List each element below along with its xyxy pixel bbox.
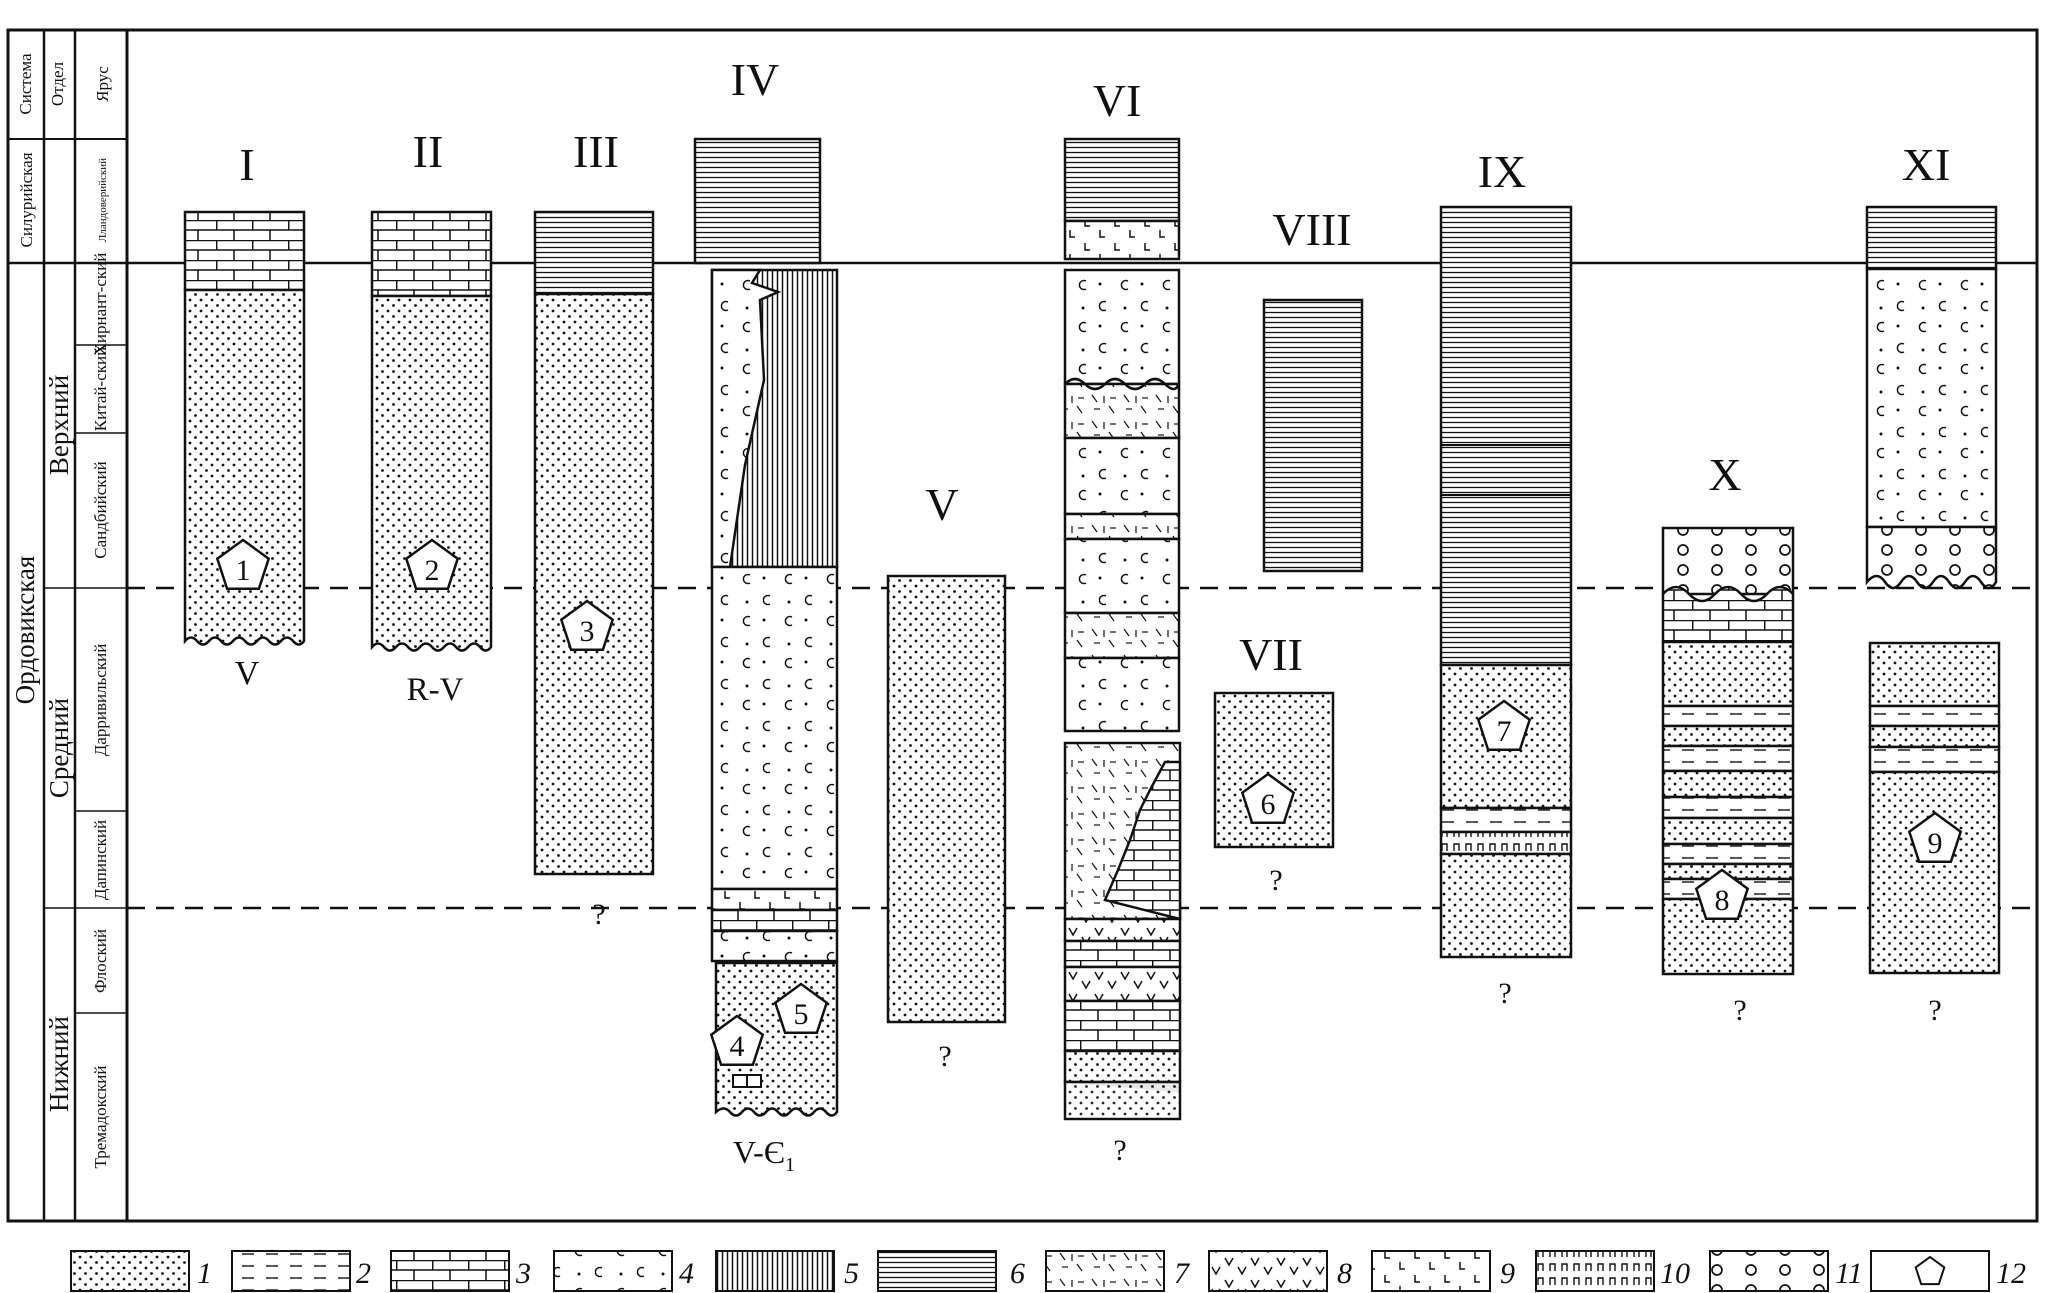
pentagon-marker-8: 8	[1694, 868, 1750, 921]
column-label-VII: VII	[1239, 629, 1303, 680]
pentagon-marker-3: 3	[559, 599, 615, 652]
column-VI	[1063, 137, 1182, 1121]
column-label-X: X	[1708, 449, 1741, 500]
marker-number-4: 4	[730, 1030, 745, 1063]
header-series: Отдел	[48, 61, 67, 106]
stage-katian: Китай-ский	[91, 347, 110, 431]
stage-llandovery: Лландоверийский	[97, 158, 109, 242]
column-base-II: R-V	[407, 672, 464, 708]
legend-num-12: 12	[1996, 1257, 2026, 1290]
column-label-IV: IV	[731, 54, 780, 105]
legend-num-4: 4	[679, 1257, 694, 1290]
column-base-I: V	[235, 655, 260, 692]
pentagon-marker-5: 5	[773, 982, 829, 1035]
column-base-IV: V-Є1	[733, 1134, 795, 1176]
pentagon-marker-9: 9	[1907, 811, 1963, 864]
legend-num-1: 1	[197, 1257, 212, 1290]
column-III	[533, 210, 655, 876]
column-label-IX: IX	[1478, 146, 1527, 197]
scale-labels: Система Отдел Ярус Силурийская Ордовикск…	[10, 53, 112, 1169]
stratigraphic-scale	[6, 28, 2039, 1223]
system-ordovician: Ордовикская	[10, 556, 40, 705]
legend	[70, 1250, 1990, 1292]
legend-num-9: 9	[1500, 1257, 1515, 1290]
legend-swatch-3	[390, 1250, 510, 1292]
column-label-II: II	[413, 126, 444, 177]
legend-swatch-2	[231, 1250, 351, 1292]
stage-tremadocian: Тремадокский	[91, 1066, 110, 1169]
series-lower: Нижний	[44, 1016, 74, 1112]
legend-num-6: 6	[1010, 1257, 1025, 1290]
legend-num-10: 10	[1660, 1257, 1690, 1290]
legend-num-5: 5	[844, 1257, 859, 1290]
legend-numbers: 1 2 3 4 5 6 7 8 9 10 11 12	[197, 1257, 2026, 1290]
column-base-VII: ?	[1269, 864, 1282, 897]
marker-number-9: 9	[1928, 827, 1943, 860]
legend-num-7: 7	[1174, 1257, 1191, 1290]
marker-number-6: 6	[1261, 788, 1276, 821]
legend-num-3: 3	[515, 1257, 531, 1290]
column-label-III: III	[573, 126, 619, 177]
column-label-VIII: VIII	[1272, 204, 1351, 255]
column-base-IV-subscript: 1	[785, 1154, 795, 1176]
column-II	[370, 210, 493, 652]
legend-pentagon-icon	[1914, 1255, 1946, 1286]
marker-number-7: 7	[1497, 715, 1512, 748]
legend-swatch-1	[70, 1250, 190, 1292]
column-label-V: V	[925, 479, 958, 530]
stage-darriwilian: Дарривильский	[91, 644, 110, 757]
column-label-VI: VI	[1093, 75, 1142, 126]
legend-swatch-6	[877, 1250, 997, 1292]
legend-swatch-10	[1535, 1250, 1655, 1292]
column-XI	[1865, 205, 2001, 975]
column-base-IX: ?	[1498, 977, 1511, 1010]
column-X	[1661, 526, 1795, 976]
header-system: Система	[16, 53, 35, 115]
stage-sandbian: Сандбийский	[91, 461, 110, 558]
legend-swatch-11	[1709, 1250, 1829, 1292]
stage-floian: Флоский	[91, 929, 110, 993]
stage-hirnantian: Хирнант-ский	[91, 253, 110, 356]
column-base-X: ?	[1733, 994, 1746, 1027]
column-VIII	[1262, 298, 1364, 573]
diagram-frame	[6, 28, 2039, 1223]
column-base-VI: ?	[1113, 1134, 1126, 1167]
legend-num-8: 8	[1337, 1257, 1352, 1290]
pentagon-marker-4: 4	[709, 1014, 765, 1067]
column-V	[886, 574, 1007, 1024]
legend-swatch-4	[553, 1250, 673, 1292]
column-IX	[1439, 205, 1573, 959]
stage-dapingian: Дапинский	[91, 820, 110, 900]
marker-number-3: 3	[580, 615, 595, 648]
pentagon-marker-6: 6	[1240, 772, 1296, 825]
pentagon-marker-7: 7	[1476, 699, 1532, 752]
legend-swatch-9	[1371, 1250, 1491, 1292]
legend-swatch-8	[1208, 1250, 1328, 1292]
marker-number-5: 5	[794, 998, 809, 1031]
column-base-XI: ?	[1928, 994, 1941, 1027]
legend-num-2: 2	[356, 1257, 371, 1290]
series-upper: Верхний	[44, 375, 74, 475]
legend-swatch-7	[1045, 1250, 1165, 1292]
marker-number-8: 8	[1715, 884, 1730, 917]
column-I	[183, 210, 306, 646]
series-middle: Средний	[44, 698, 74, 798]
column-base-IV-main: V-Є	[733, 1134, 785, 1170]
marker-number-2: 2	[425, 554, 440, 587]
system-silurian: Силурийская	[17, 152, 36, 247]
column-base-III: ?	[592, 898, 605, 931]
column-base-V: ?	[938, 1040, 951, 1073]
pentagon-marker-2: 2	[404, 538, 460, 591]
legend-swatch-5	[715, 1250, 835, 1292]
column-IV	[693, 137, 839, 1117]
column-label-XI: XI	[1902, 139, 1951, 190]
header-stage: Ярус	[93, 66, 112, 102]
pentagon-marker-1: 1	[215, 538, 271, 591]
column-label-I: I	[239, 139, 254, 190]
marker-number-1: 1	[236, 554, 251, 587]
legend-num-11: 11	[1835, 1257, 1863, 1290]
